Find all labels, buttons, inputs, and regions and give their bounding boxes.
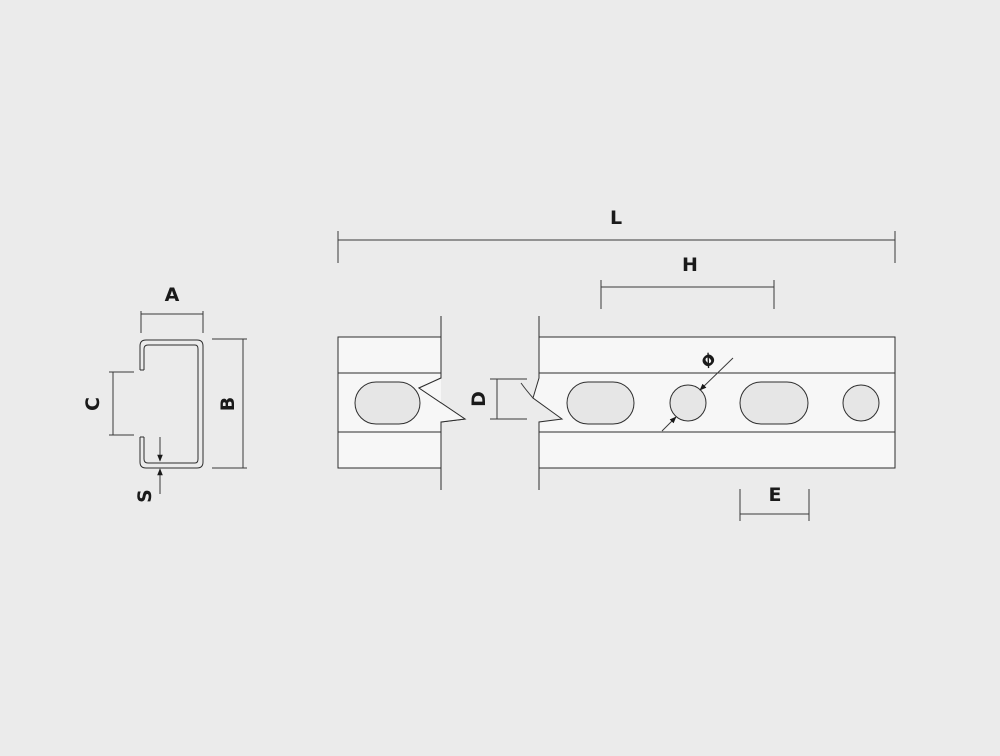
right-segment-body <box>532 336 896 469</box>
label-a: A <box>165 284 180 306</box>
round-hole <box>842 384 880 422</box>
slot-hole <box>354 381 421 425</box>
label-b: B <box>217 397 239 411</box>
label-e: E <box>769 484 782 506</box>
dimension-h: H <box>600 254 775 309</box>
elevation-view: L H D E ø <box>337 207 896 521</box>
label-s: S <box>134 489 156 503</box>
c-profile-inner <box>143 344 199 464</box>
dimension-d: D <box>468 378 527 420</box>
label-l: L <box>610 207 622 229</box>
dimension-c: C <box>82 371 134 436</box>
slot-hole <box>566 381 635 425</box>
left-segment <box>337 316 467 490</box>
slot-hole <box>739 381 809 425</box>
c-profile-outer <box>139 339 204 469</box>
round-hole <box>669 384 707 422</box>
cross-section: A B C S <box>82 284 247 503</box>
label-h: H <box>682 254 698 276</box>
label-d: D <box>468 391 490 407</box>
label-c: C <box>82 397 104 411</box>
dimension-b: B <box>212 338 247 469</box>
right-segment <box>520 316 896 490</box>
dimension-s: S <box>134 437 163 503</box>
dimension-a: A <box>140 284 204 333</box>
dimension-l: L <box>337 207 896 263</box>
dimension-e: E <box>739 484 810 521</box>
